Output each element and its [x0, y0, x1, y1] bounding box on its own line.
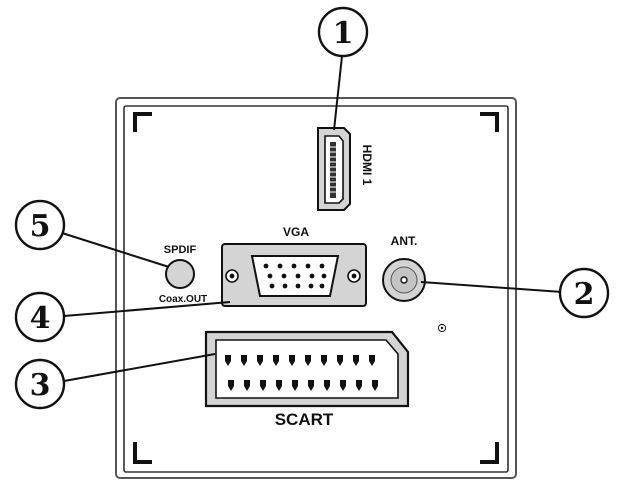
spdif-label: SPDIF — [164, 244, 197, 256]
vga-pins — [263, 263, 327, 289]
antenna-label: ANT. — [391, 234, 418, 248]
corner-bracket-bottom-right — [480, 442, 499, 464]
scart-pin — [305, 355, 311, 366]
scart-label: SCART — [275, 410, 334, 429]
corner-brackets — [133, 112, 499, 464]
corner-bracket-top-left — [133, 112, 152, 132]
svg-text:5: 5 — [30, 209, 51, 244]
scart-pins — [225, 355, 378, 391]
spdif-sublabel: Coax.OUT — [159, 294, 207, 305]
callout-line-4 — [63, 301, 231, 317]
scart-pin — [257, 355, 263, 366]
scart-pin — [292, 380, 298, 391]
svg-text:1: 1 — [333, 16, 354, 51]
svg-text:2: 2 — [574, 277, 595, 312]
corner-bracket-bottom-left — [133, 442, 152, 464]
scart-pin — [337, 355, 343, 366]
hdmi-port — [317, 127, 351, 211]
callout-line-5 — [61, 232, 170, 268]
scart-pin — [324, 380, 330, 391]
callout-line-2 — [420, 281, 563, 293]
callout-lines — [61, 55, 563, 382]
vga-label: VGA — [283, 225, 309, 239]
callout-line-3 — [63, 353, 216, 382]
scart-pin — [308, 380, 314, 391]
scart-pin — [241, 355, 247, 366]
scart-pin — [353, 355, 359, 366]
scart-pin — [260, 380, 266, 391]
callout-2: 2 — [558, 267, 610, 319]
scart-pin — [356, 380, 362, 391]
hdmi-label: HDMI 1 — [360, 145, 374, 186]
scart-pin — [372, 380, 378, 391]
scart-pin — [289, 355, 295, 366]
vga-port — [221, 243, 367, 307]
scart-pin — [228, 380, 234, 391]
callout-5: 5 — [14, 199, 66, 251]
spdif-port — [165, 259, 195, 289]
antenna-port — [382, 258, 426, 302]
scart-pin — [225, 355, 231, 366]
scart-port — [204, 330, 410, 408]
callout-3: 3 — [14, 358, 66, 410]
scart-pin — [244, 380, 250, 391]
scart-pin — [273, 355, 279, 366]
corner-bracket-top-right — [480, 112, 499, 132]
scart-pin — [369, 355, 375, 366]
scart-pin — [321, 355, 327, 366]
svg-text:3: 3 — [30, 368, 51, 403]
svg-text:4: 4 — [30, 301, 51, 336]
reg-mark-icon — [437, 323, 447, 333]
callout-1: 1 — [317, 6, 369, 58]
scart-pin — [340, 380, 346, 391]
scart-pin — [276, 380, 282, 391]
callout-4: 4 — [14, 291, 66, 343]
callout-line-1 — [333, 55, 343, 131]
